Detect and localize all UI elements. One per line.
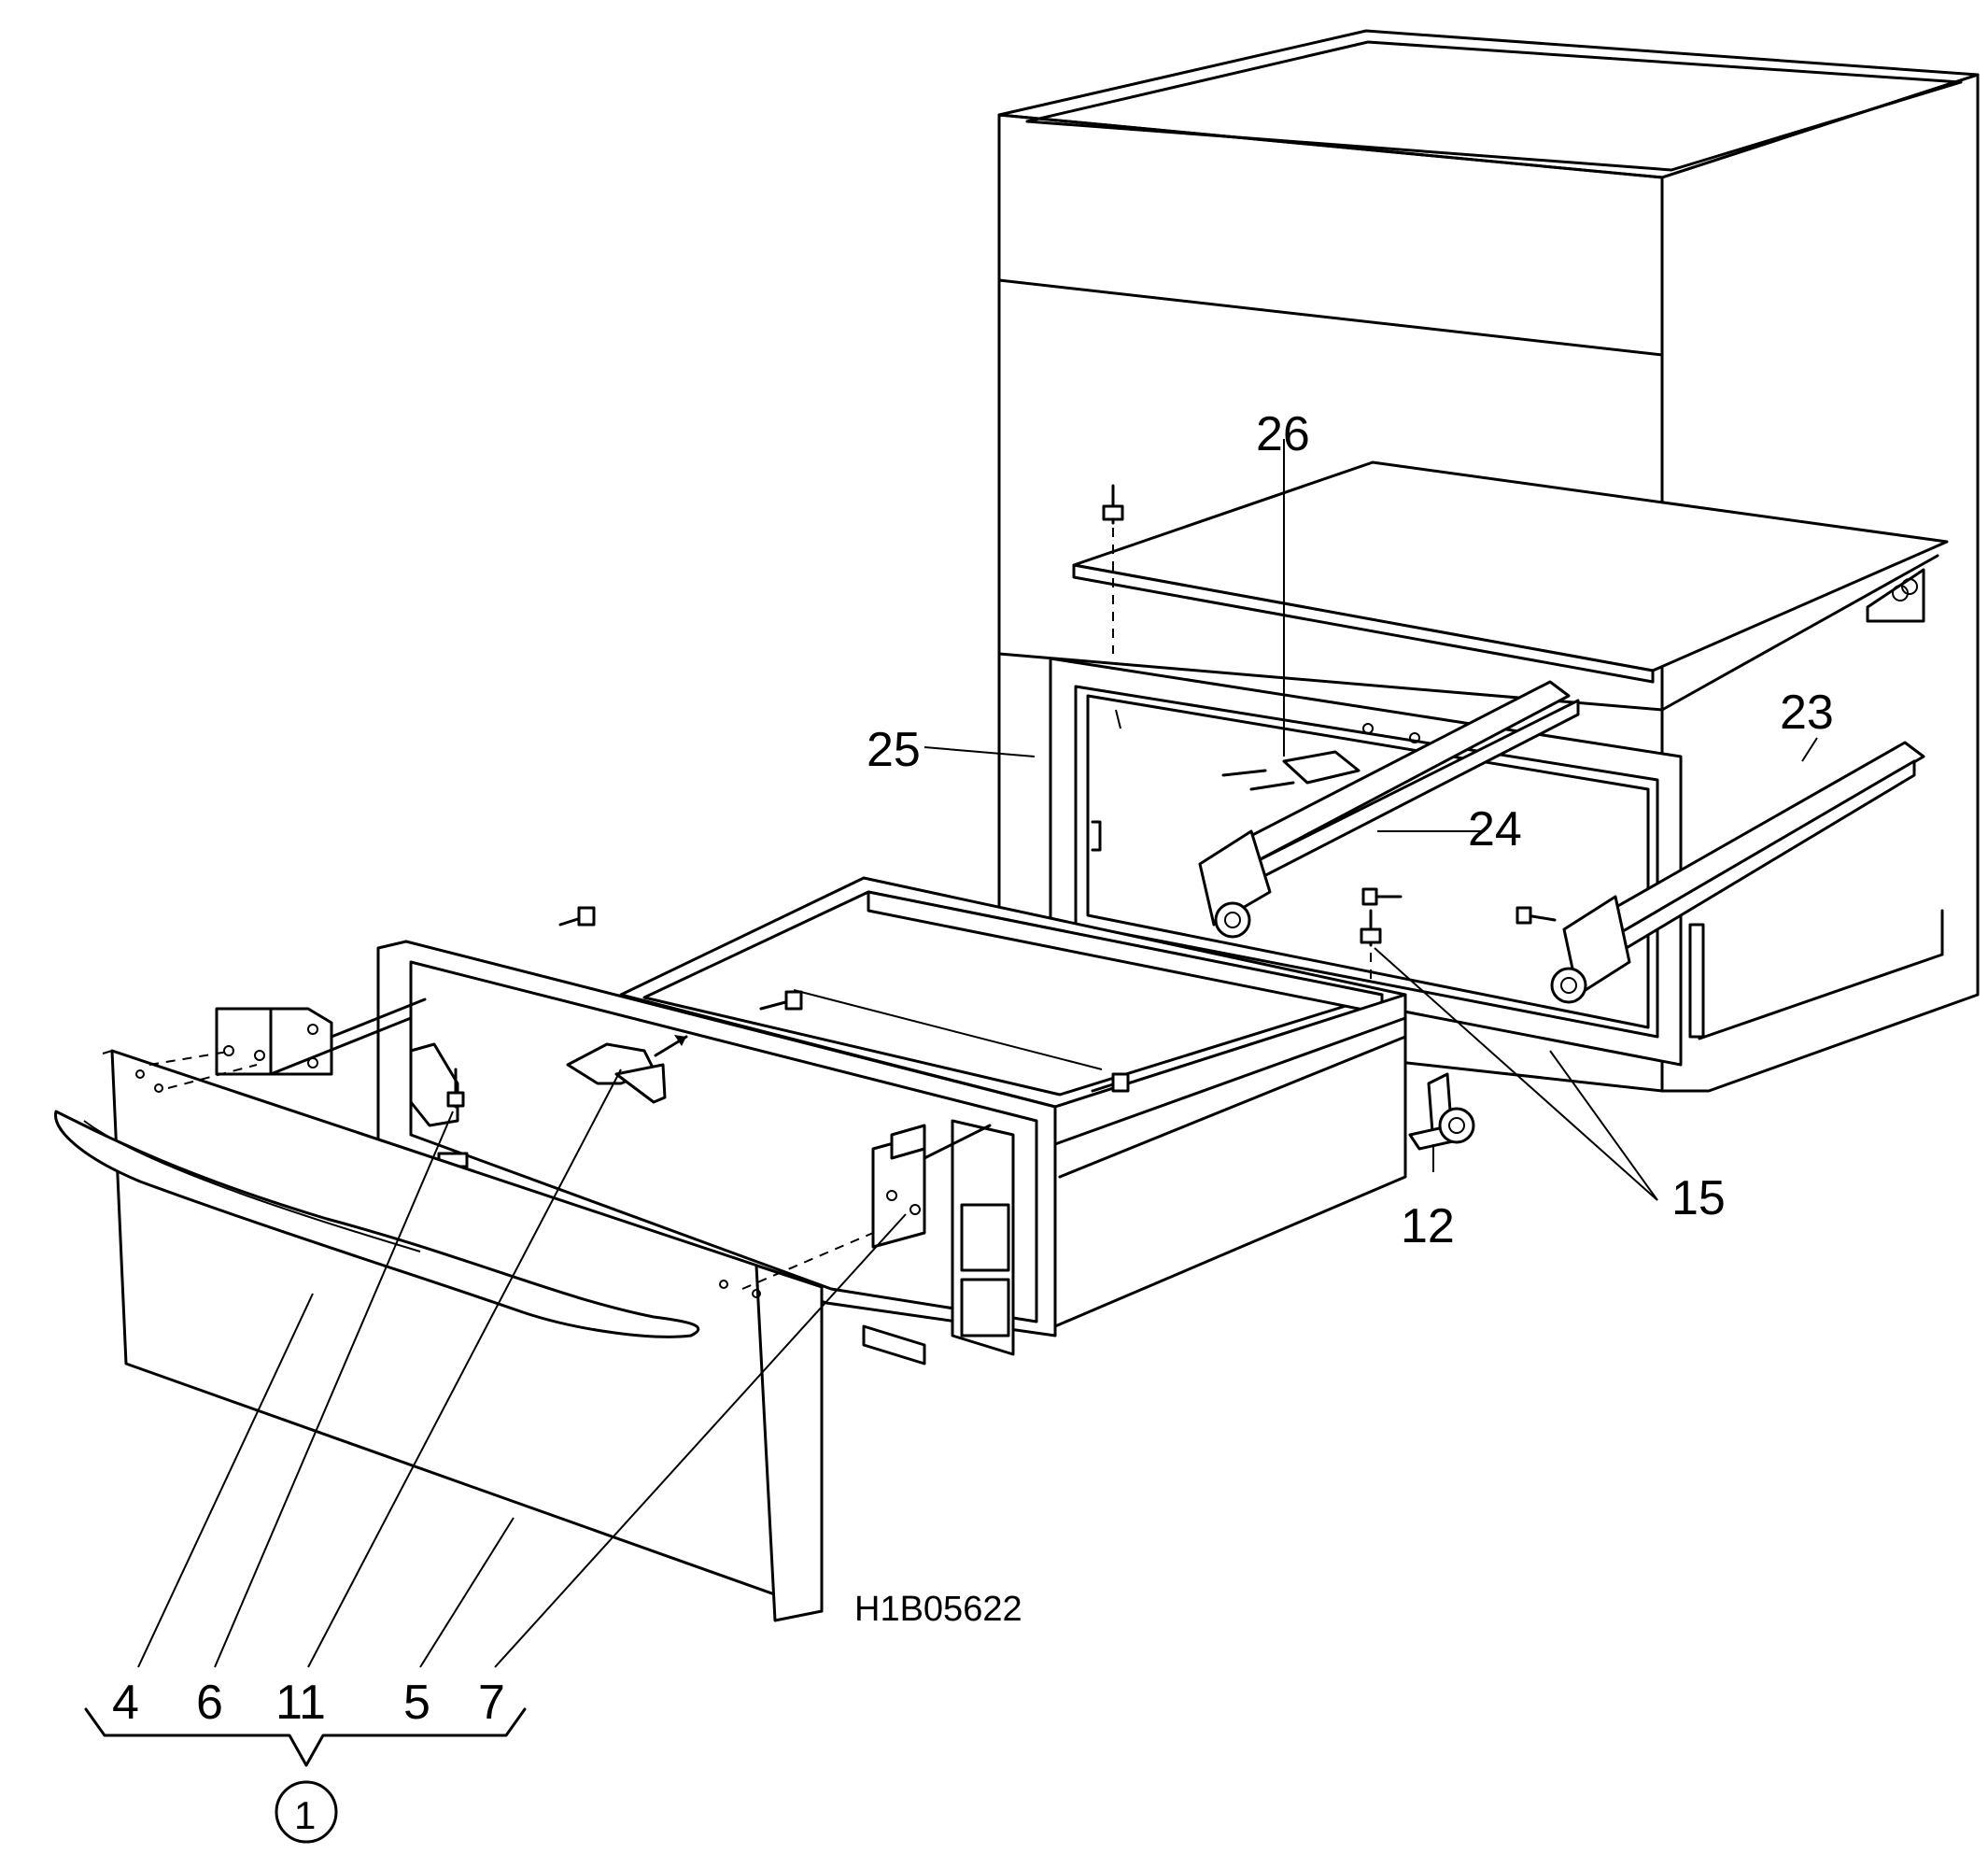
callout-4: 4 bbox=[112, 1676, 139, 1730]
left-bracket bbox=[215, 998, 427, 1076]
leader-lines bbox=[137, 439, 1818, 1668]
callout-11: 11 bbox=[275, 1676, 326, 1730]
roller-bracket bbox=[1408, 1072, 1475, 1151]
drawer-back-frame bbox=[1049, 657, 1683, 1067]
callout-23: 23 bbox=[1780, 686, 1834, 740]
callout-5: 5 bbox=[403, 1676, 430, 1730]
assembly-label: 1 bbox=[294, 1793, 316, 1837]
latch-part bbox=[1221, 723, 1420, 791]
drawer-box bbox=[558, 876, 1407, 1328]
slide-rails bbox=[1198, 680, 1925, 1039]
figure-code: H1B05622 bbox=[854, 1590, 1022, 1629]
callout-26: 26 bbox=[1256, 407, 1310, 461]
pin-screw-top bbox=[1102, 484, 1124, 654]
callout-6: 6 bbox=[196, 1676, 223, 1730]
rail-screws bbox=[1361, 887, 1557, 925]
lever-part bbox=[566, 1035, 688, 1104]
callout-labels: 26 25 24 23 15 12 4 6 11 5 7 1 H1B05622 bbox=[112, 407, 1834, 1837]
assembly-brace bbox=[84, 1707, 527, 1844]
callout-7: 7 bbox=[478, 1676, 505, 1730]
drawer-handle bbox=[54, 1110, 700, 1338]
callout-24: 24 bbox=[1468, 802, 1522, 856]
callout-25: 25 bbox=[867, 723, 921, 777]
support-plate bbox=[1072, 460, 1949, 684]
callout-12: 12 bbox=[1401, 1199, 1455, 1253]
drawer-front-panel bbox=[102, 1049, 874, 1622]
pin-screw-6 bbox=[446, 1068, 465, 1109]
callout-15: 15 bbox=[1671, 1171, 1726, 1225]
right-bracket bbox=[871, 1124, 992, 1249]
